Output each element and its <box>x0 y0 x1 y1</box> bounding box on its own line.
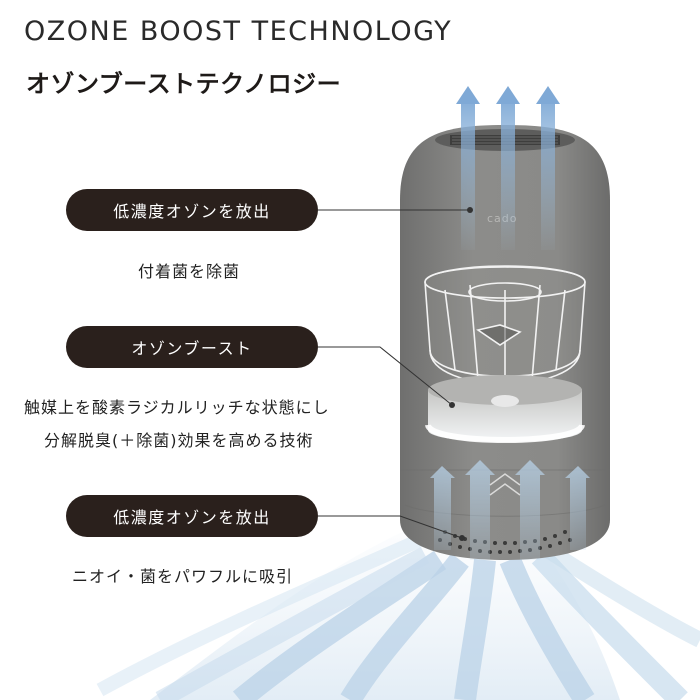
intake-airflow-fan <box>96 520 700 700</box>
arrow-up-icon <box>536 86 560 250</box>
dot-icon <box>449 402 455 408</box>
leader-line-3 <box>318 515 463 539</box>
leader-line-2 <box>318 346 453 406</box>
callout-label-ozone-release-top: 低濃度オゾンを放出 <box>66 189 318 231</box>
catalyst-ring <box>425 375 585 443</box>
callout-description-sterilize-surface: 付着菌を除菌 <box>138 262 241 281</box>
page-title-japanese: オゾンブーストテクノロジー <box>26 70 342 98</box>
dot-icon <box>459 535 465 541</box>
callout-description-catalyst-line-1: 触媒上を酸素ラジカルリッチな状態にし <box>24 398 330 417</box>
filter-cone <box>424 265 586 385</box>
callout-label-ozone-boost: オゾンブースト <box>66 326 318 368</box>
leader-lines <box>318 209 470 539</box>
arrow-up-icon <box>496 86 520 250</box>
callout-label-ozone-release-bottom: 低濃度オゾンを放出 <box>66 495 318 537</box>
callout-description-intake: ニオイ・菌をパワフルに吸引 <box>72 567 294 586</box>
outflow-arrows <box>456 86 560 250</box>
page-title-english: OZONE BOOST TECHNOLOGY <box>24 16 453 47</box>
callout-description-catalyst-line-2: 分解脱臭(＋除菌)効果を高める技術 <box>44 431 314 450</box>
dot-icon <box>467 207 473 213</box>
